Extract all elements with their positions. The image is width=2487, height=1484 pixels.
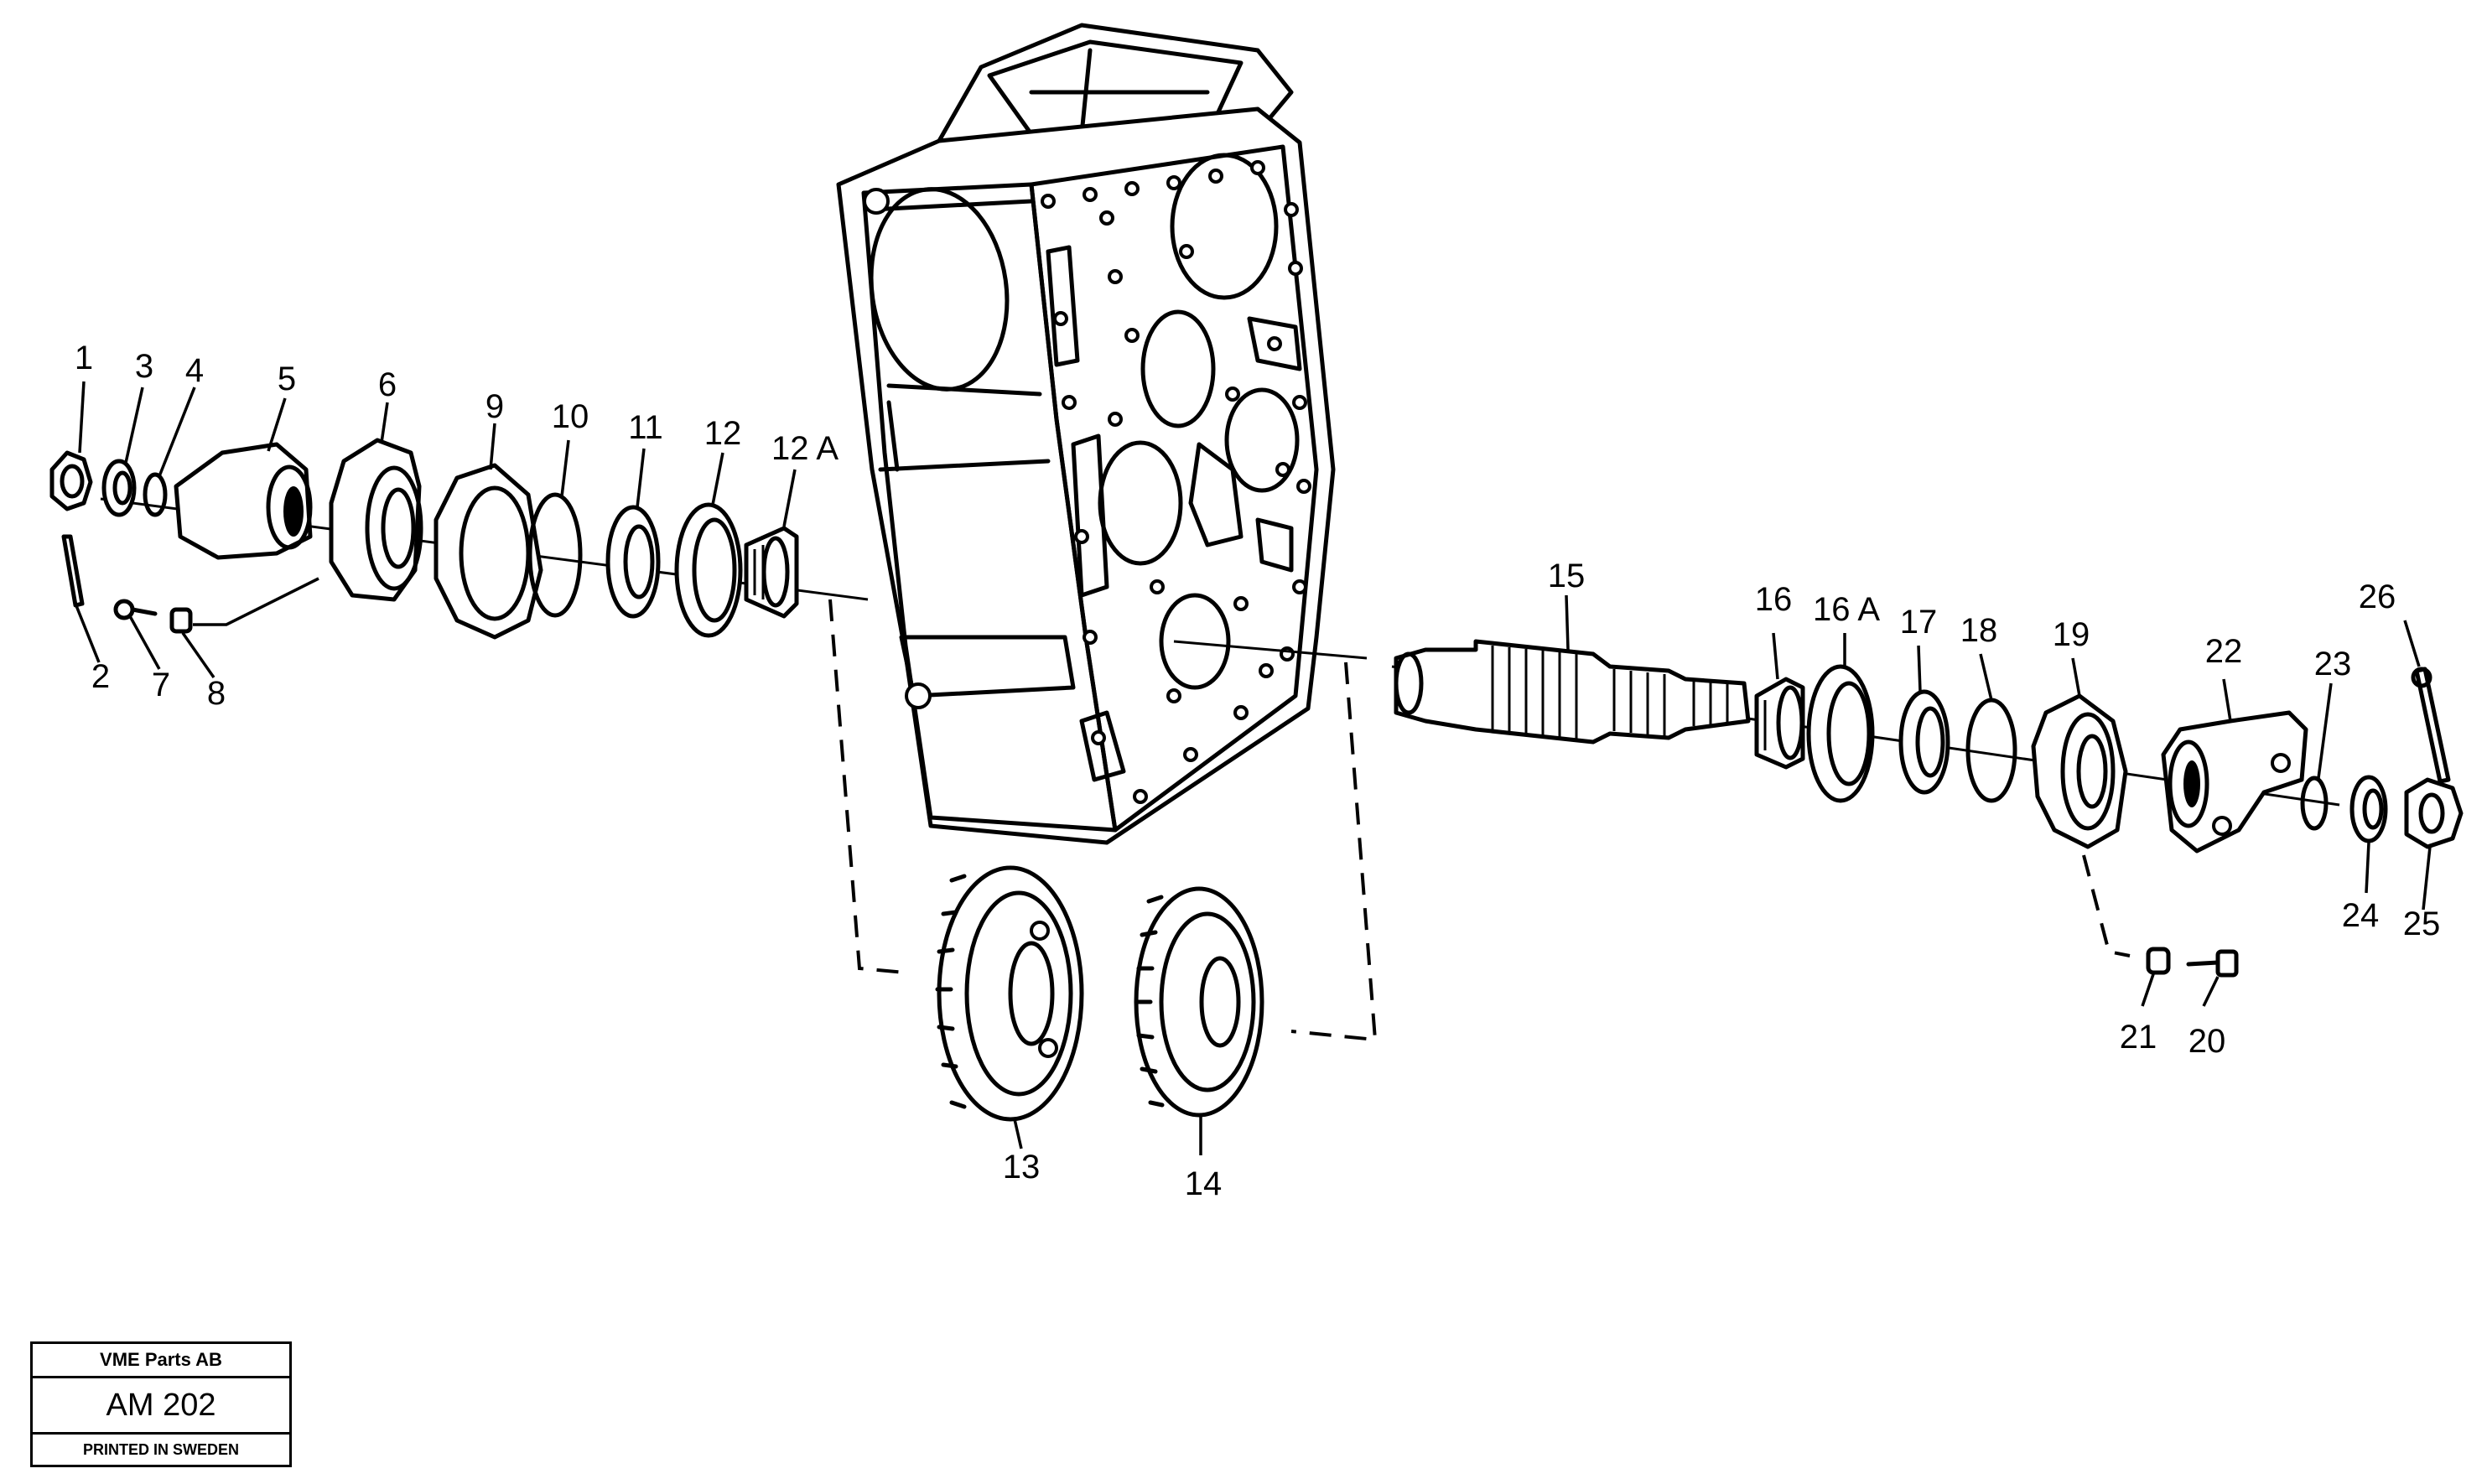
part-16A-bearing-cup (1806, 664, 1875, 803)
part-12A-bearing-cone (744, 526, 799, 619)
callout-10: 10 (552, 398, 589, 435)
part-23-o-ring (2300, 776, 2329, 831)
part-14-gear (1134, 886, 1264, 1118)
part-26-cotter-pin (2411, 667, 2451, 784)
part-24-washer (2349, 775, 2388, 843)
part-22-companion-flange (2161, 710, 2308, 854)
leader-lines (74, 381, 2432, 1155)
callout-1: 1 (75, 340, 93, 376)
callout-9: 9 (485, 388, 504, 425)
callout-25: 25 (2403, 905, 2441, 942)
callout-17: 17 (1900, 604, 1938, 641)
callout-12A: 12 A (771, 430, 839, 467)
callout-11: 11 (628, 409, 663, 446)
callout-16: 16 (1755, 581, 1793, 618)
drawing-code: AM 202 (33, 1376, 289, 1432)
title-block: VME Parts AB AM 202 PRINTED IN SWEDEN (30, 1341, 292, 1467)
part-2-cotter-pin (61, 534, 85, 608)
part-4-o-ring (143, 472, 168, 517)
part-15-splined-shaft (1394, 639, 1751, 745)
part-1-castle-nut (49, 450, 93, 511)
part-13-gear (935, 865, 1084, 1122)
part-7-screw (113, 599, 158, 620)
part-3-washer (101, 459, 137, 517)
callout-7: 7 (152, 667, 170, 703)
part-11-seal (605, 505, 661, 619)
callout-22: 22 (2205, 633, 2243, 670)
callout-4: 4 (185, 352, 204, 389)
part-5-companion-flange (174, 442, 313, 560)
part-8-nut (169, 607, 193, 634)
callout-15: 15 (1548, 558, 1586, 594)
gearbox-housing (836, 23, 1336, 845)
callout-21: 21 (2120, 1019, 2157, 1056)
callout-26: 26 (2359, 579, 2396, 615)
bolt-holes (1041, 160, 1311, 804)
part-6-bearing-housing (329, 438, 423, 602)
company-name: VME Parts AB (100, 1349, 222, 1370)
callout-19: 19 (2053, 616, 2090, 653)
part-18-o-ring (1965, 698, 2017, 803)
callout-23: 23 (2314, 646, 2352, 682)
callout-8: 8 (207, 675, 226, 712)
callout-14: 14 (1185, 1165, 1223, 1202)
callout-3: 3 (135, 348, 153, 385)
callout-6: 6 (378, 366, 397, 403)
part-25-castle-nut (2404, 777, 2464, 849)
part-21-nut (2146, 947, 2171, 975)
part-19-bearing-housing (2031, 693, 2128, 849)
part-9-gasket (434, 463, 543, 640)
callout-2: 2 (91, 658, 110, 695)
callout-16A: 16 A (1813, 591, 1880, 628)
callout-20: 20 (2188, 1023, 2226, 1060)
printed-note: PRINTED IN SWEDEN (33, 1432, 289, 1465)
part-10-o-ring (527, 492, 583, 618)
part-12-bearing-cup (674, 502, 743, 638)
callout-13: 13 (1003, 1149, 1041, 1186)
callout-18: 18 (1960, 612, 1998, 649)
callout-5: 5 (278, 361, 296, 397)
part-17-seal (1898, 689, 1950, 795)
callout-labels: 1 2 3 4 5 6 7 8 9 10 11 12 12 A 13 14 15… (75, 340, 2440, 1202)
callout-24: 24 (2342, 897, 2380, 934)
part-16-bearing-cone (1754, 677, 1805, 770)
part-20-screw (2186, 949, 2239, 978)
callout-12: 12 (704, 415, 742, 452)
